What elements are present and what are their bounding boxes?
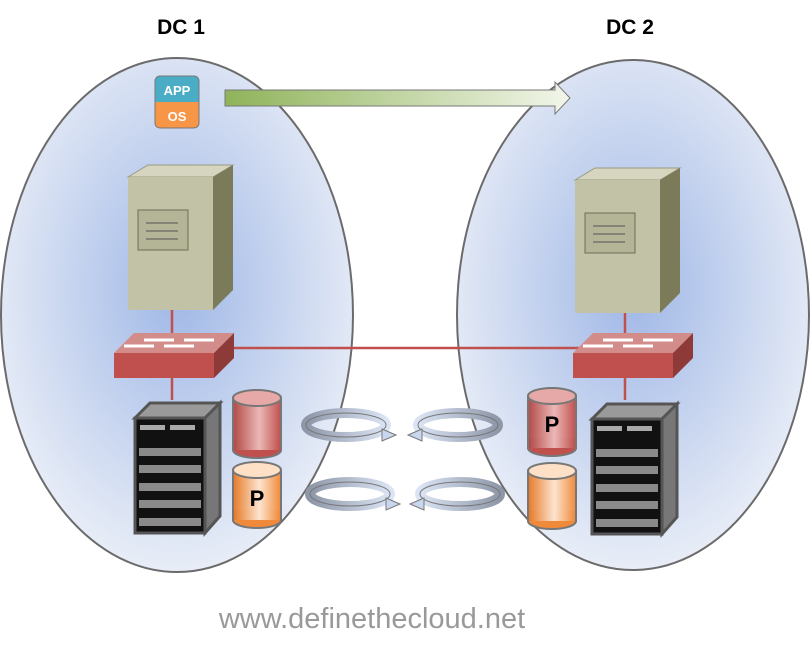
migration-arrow [224,80,571,116]
primary-label-dc2: P [545,412,560,437]
dc1-label: DC 1 [157,16,205,39]
storage-rack-dc2 [590,402,679,536]
replication-arrow-icon [310,482,400,510]
switch-dc1 [112,331,236,380]
lun-red-dc1 [232,389,282,459]
switch-dc2 [571,331,695,380]
lun-orange-dc2 [527,462,577,530]
dc2-label: DC 2 [606,16,654,39]
os-label: OS [168,109,187,124]
storage-rack-dc1 [133,401,222,535]
server-dc1 [127,164,234,311]
primary-label-dc1: P [250,486,265,511]
lun-red-dc2: P [527,387,577,457]
server-dc2 [574,167,681,314]
watermark: www.definethecloud.net [218,603,525,635]
vm-icon: APP OS [154,75,200,129]
app-label: APP [164,83,191,98]
lun-orange-dc1: P [232,461,282,529]
replication-arrow-icon [410,482,500,510]
